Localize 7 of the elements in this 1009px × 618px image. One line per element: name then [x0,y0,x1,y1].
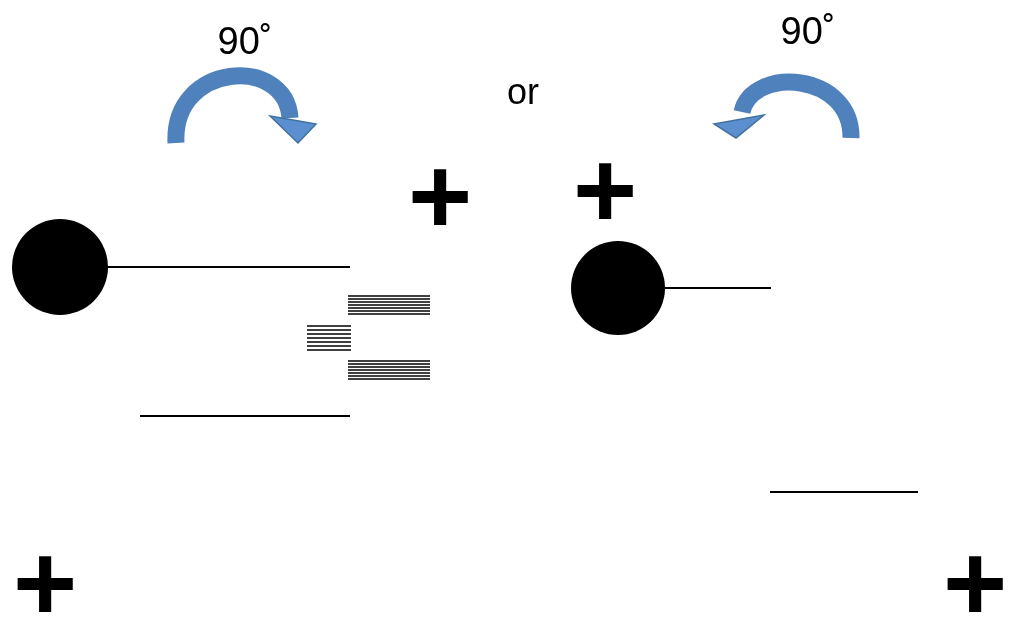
plus-sign: + [13,528,78,618]
plus-sign: + [573,135,638,245]
angle-label: 90˚ [217,22,273,60]
angle-label: 90˚ [780,12,836,50]
plus-sign: + [408,141,473,251]
plus-sign: + [943,528,1008,618]
or-text: or [507,74,539,110]
